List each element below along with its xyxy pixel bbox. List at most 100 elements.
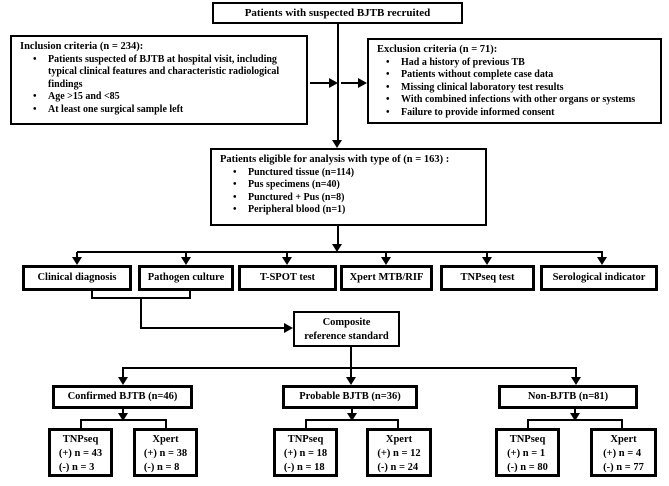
result-negative: (-) n = 18 [283,462,325,473]
bullet-icon [20,54,48,92]
connector [601,252,603,258]
arrow-down-icon [72,257,82,265]
connector-spine [337,24,339,142]
connector-bracket [305,419,399,421]
group-box-probable: Probable BJTB (n=36) [282,385,418,409]
group-box-confirmed: Confirmed BJTB (n=46) [52,385,193,409]
eligible-box: Patients eligible for analysis with type… [210,148,487,226]
arrow-right-icon [358,78,367,88]
connector [91,291,93,299]
arrow-down-icon [570,413,580,421]
result-positive: (+) n = 38 [143,448,188,459]
result-positive: (+) n = 12 [377,448,421,459]
exclusion-item: With combined infections with other orga… [377,94,654,107]
result-name: Xpert [610,434,637,445]
connector [305,419,307,428]
arrow-down-icon [571,377,581,385]
result-negative: (-) n = 80 [507,462,548,473]
result-box-confirmed-xpert: Xpert (+) n = 38 (-) n = 8 [133,428,198,477]
arrow-down-icon [282,257,292,265]
connector [185,252,187,258]
eligible-item: Peripheral blood (n=1) [220,204,479,217]
exclusion-item: Had a history of previous TB [377,57,654,70]
composite-line1: Composite [322,317,371,328]
bullet-icon [220,204,248,217]
connector [350,347,352,377]
connector [286,252,288,258]
test-box-xpert-mtb-rif: Xpert MTB/RIF [340,265,433,291]
connector [165,419,167,428]
arrow-down-icon [381,257,391,265]
result-box-confirmed-tnpseq: TNPseq (+) n = 43 (-) n = 3 [48,428,113,477]
inclusion-item: Patients suspected of BJTB at hospital v… [20,54,300,92]
bullet-icon [20,104,48,117]
result-negative: (-) n = 77 [603,462,644,473]
composite-line2: reference standard [304,331,389,342]
bullet-icon [377,57,401,70]
arrow-down-icon [118,377,128,385]
connector [527,419,529,428]
exclusion-item: Missing clinical laboratory test results [377,82,654,95]
result-name: TNPseq [62,434,99,445]
bullet-icon [220,179,248,192]
connector-distributor [123,367,577,369]
inclusion-item: Age >15 and <85 [20,91,300,104]
exclusion-item-text: Had a history of previous TB [401,56,525,68]
connector [189,291,191,299]
connector-bracket [80,419,167,421]
connector [140,297,142,329]
exclusion-item: Patients without complete case data [377,69,654,82]
arrow-down-icon [346,377,356,385]
result-name: Xpert [152,434,179,445]
inclusion-item: At least one surgical sample left [20,104,300,117]
result-name: Xpert [385,434,413,445]
result-positive: (+) n = 4 [603,448,642,459]
result-negative: (-) n = 24 [377,462,419,473]
eligible-item-text: Peripheral blood (n=1) [248,204,346,215]
eligible-item: Punctured tissue (n=114) [220,167,479,180]
connector [80,419,82,428]
connector [486,252,488,258]
connector [76,252,78,258]
result-positive: (+) n = 18 [283,448,328,459]
arrow-down-icon [118,413,128,421]
connector [337,226,339,246]
result-negative: (-) n = 8 [143,462,180,473]
inclusion-item-text: Patients suspected of BJTB at hospital v… [48,53,280,90]
inclusion-criteria-box: Inclusion criteria (n = 234): Patients s… [10,35,308,125]
test-box-clinical-diagnosis: Clinical diagnosis [22,265,132,291]
connector-exclusion [341,82,358,84]
composite-reference-box: Composite reference standard [293,311,400,347]
result-name: TNPseq [287,434,324,445]
test-box-pathogen-culture: Pathogen culture [138,265,234,291]
connector [397,419,399,428]
exclusion-item: Failure to provide informed consent [377,107,654,120]
exclusion-criteria-box: Exclusion criteria (n = 71): Had a histo… [367,38,662,124]
connector [140,327,284,329]
eligible-item-text: Punctured + Pus (n=8) [248,191,345,203]
result-name: TNPseq [509,434,546,445]
box-recruited: Patients with suspected BJTB recruited [212,2,463,24]
exclusion-item-text: Missing clinical laboratory test results [401,81,564,93]
bullet-icon [377,94,401,107]
result-negative: (-) n = 3 [58,462,95,473]
eligible-title: Patients eligible for analysis with type… [220,154,450,165]
connector [122,367,124,377]
group-box-non-bjtb: Non-BJTB (n=81) [498,385,638,409]
connector [621,419,623,428]
connector-distributor [77,251,603,253]
result-positive: (+) n = 1 [507,448,546,459]
connector [385,252,387,258]
arrow-right-icon [284,323,293,333]
exclusion-item-text: Patients without complete case data [401,69,554,80]
eligible-item-text: Pus specimens (n=40) [248,179,340,190]
arrow-down-icon [332,140,342,148]
result-box-probable-xpert: Xpert (+) n = 12 (-) n = 24 [366,428,432,477]
inclusion-item-text: At least one surgical sample left [48,103,184,115]
bullet-icon [220,192,248,205]
result-positive: (+) n = 43 [58,448,103,459]
test-box-tnpseq: TNPseq test [440,265,535,291]
connector [122,409,124,415]
bullet-icon [20,91,48,104]
